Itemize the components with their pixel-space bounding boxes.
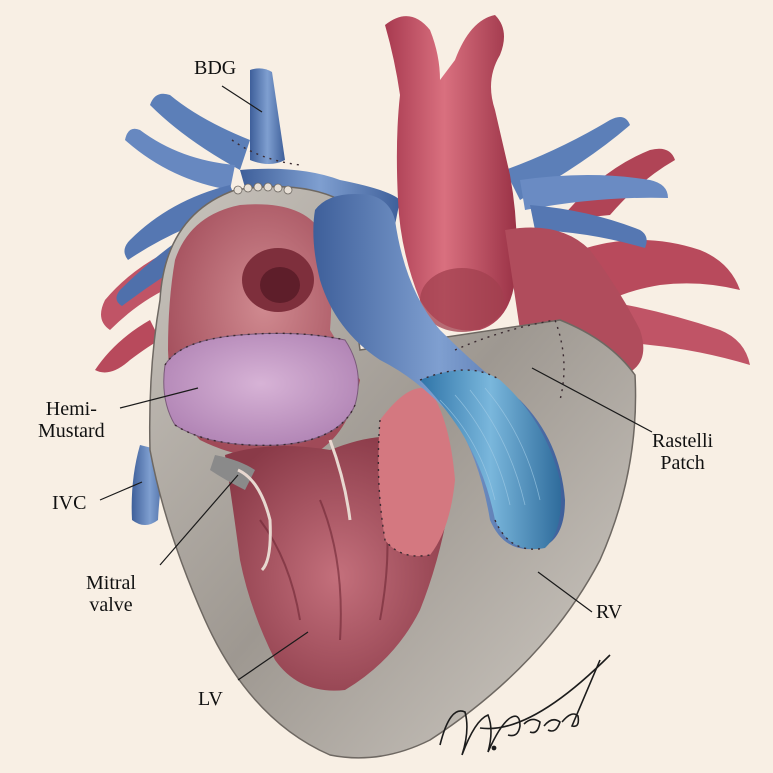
septal-patch-region <box>378 388 455 556</box>
conduit <box>313 194 565 550</box>
label-hemi-mustard-line1: Hemi- <box>45 398 97 420</box>
label-ivc-text: IVC <box>52 492 87 514</box>
label-lv-text: LV <box>198 688 223 710</box>
label-ivc: IVC <box>52 492 86 514</box>
right-heart-mass <box>505 227 644 374</box>
mitral-valve <box>210 439 352 572</box>
leader-mitral-valve <box>159 474 239 566</box>
label-hemi-mustard-line2: Mustard <box>38 420 105 442</box>
label-bdg: BDG <box>194 57 236 79</box>
leader-rastelli-patch <box>531 367 653 433</box>
artist-signature <box>439 654 611 756</box>
leader-hemi-mustard <box>119 387 199 409</box>
label-mitral-valve: Mitral valve <box>86 572 136 616</box>
suture-beads <box>233 182 293 195</box>
leader-rv <box>537 571 593 613</box>
label-rastelli-patch: Rastelli Patch <box>652 430 713 474</box>
aorta <box>385 15 517 332</box>
label-mitral-valve-line1: Mitral <box>86 572 136 594</box>
pulmonary-veins-right <box>505 116 668 248</box>
rastelli-patch-suture <box>454 319 565 401</box>
label-mitral-valve-line2: valve <box>89 594 133 616</box>
label-bdg-text: BDG <box>194 57 237 79</box>
leader-bdg <box>221 85 263 113</box>
label-hemi-mustard: Hemi- Mustard <box>38 398 105 442</box>
label-rastelli-patch-line1: Rastelli <box>652 430 714 452</box>
leader-lv <box>237 631 309 681</box>
label-rv-text: RV <box>596 601 623 623</box>
leader-lines <box>99 85 653 681</box>
label-lv: LV <box>198 688 223 710</box>
label-rastelli-patch-line2: Patch <box>660 452 705 474</box>
leader-ivc <box>99 481 143 501</box>
hemi-mustard-baffle <box>163 332 359 446</box>
label-rv: RV <box>596 601 622 623</box>
bdg-anastomosis <box>231 139 301 166</box>
